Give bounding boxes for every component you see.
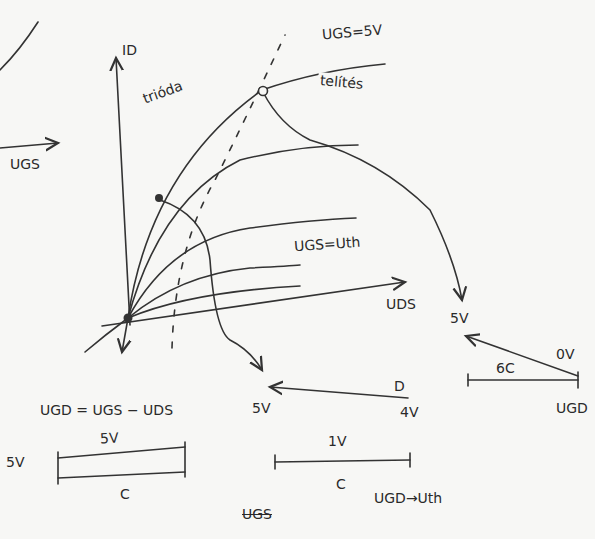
- channel-line: [275, 460, 410, 462]
- curve-tail: [85, 318, 128, 352]
- pointer-arrow: [122, 318, 128, 352]
- voltage-label: 1V: [326, 433, 348, 449]
- pointer-arrow: [263, 92, 462, 300]
- voltage-label: 5V: [98, 429, 121, 446]
- curve-5v: [128, 64, 385, 318]
- cropped-curve: [0, 22, 38, 70]
- channel-line: [58, 447, 185, 458]
- voltage-label: 5V: [448, 310, 470, 326]
- id-axis: [116, 58, 130, 325]
- channel-line: [58, 472, 185, 478]
- voltage-label: 5V: [4, 454, 26, 470]
- voltage-label: UGD: [554, 400, 590, 416]
- channel-label: 6C: [494, 360, 517, 376]
- curve-label: UGS=Uth: [292, 234, 363, 255]
- voltage-label: 5V: [250, 400, 272, 416]
- condition-label: UGD→Uth: [372, 490, 444, 506]
- curve: [128, 218, 356, 318]
- axis-label: UGS: [8, 156, 42, 172]
- bar-tick: [468, 372, 578, 388]
- channel-line: [468, 379, 578, 381]
- curve-label: UGS=5V: [319, 21, 384, 43]
- curve: [128, 145, 358, 318]
- voltage-arrow: [270, 387, 408, 398]
- equation-label: UGD = UGS − UDS: [38, 402, 175, 418]
- voltage-arrow: [466, 336, 578, 376]
- curve: [128, 265, 300, 318]
- terminal-label: D: [392, 378, 407, 394]
- bar-tick: [275, 453, 410, 469]
- crossed-label: UGS: [240, 506, 274, 522]
- voltage-label: 4V: [398, 404, 420, 420]
- ugs-arrow: [0, 143, 58, 148]
- pointer-arrow: [160, 200, 262, 370]
- operating-point: [259, 87, 268, 96]
- channel-label: C: [334, 476, 348, 492]
- boundary-parabola: [172, 35, 285, 348]
- axis-label: ID: [120, 42, 139, 58]
- region-label: telítés: [317, 72, 366, 92]
- region-label: trióda: [139, 77, 187, 108]
- operating-point: [124, 314, 133, 323]
- voltage-label: 0V: [554, 346, 576, 362]
- channel-label: C: [118, 486, 132, 502]
- operating-point: [155, 194, 163, 202]
- bar-tick: [58, 442, 185, 484]
- axis-label: UDS: [384, 296, 418, 312]
